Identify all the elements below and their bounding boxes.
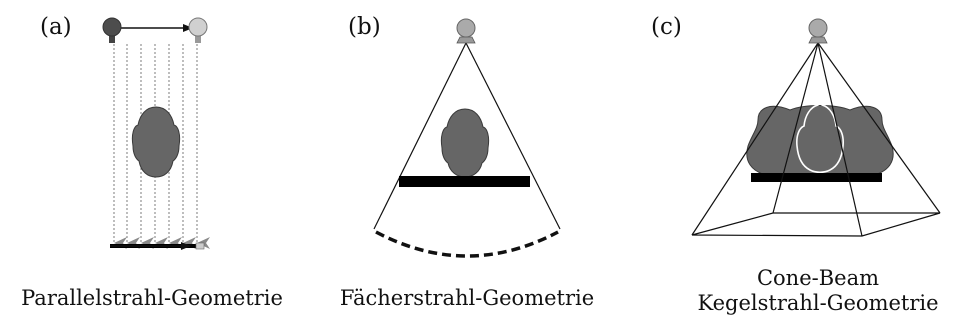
body-phantom-icon bbox=[746, 105, 894, 177]
parallel-rays bbox=[113, 44, 210, 249]
head-phantom-icon bbox=[440, 108, 490, 178]
panel-c-caption-line-2: Kegelstrahl-Geometrie bbox=[697, 291, 938, 315]
source-end-icon bbox=[188, 17, 208, 43]
panel-a-caption-line-1: Parallelstrahl-Geometrie bbox=[21, 286, 283, 310]
head-phantom-icon bbox=[131, 106, 181, 178]
source-icon bbox=[456, 18, 476, 44]
panel-c-tag: (c) bbox=[651, 14, 682, 40]
cone-beam-pyramid bbox=[691, 42, 941, 237]
panel-a-tag: (a) bbox=[40, 14, 72, 40]
fan-edge-right bbox=[465, 42, 561, 230]
source-icon bbox=[808, 18, 828, 44]
fan-edge-left bbox=[373, 42, 467, 230]
panel-a: (a) Parallel bbox=[21, 14, 283, 310]
panel-c-caption-line-1: Cone-Beam bbox=[757, 266, 879, 290]
panel-b-caption-line-1: Fächerstrahl-Geometrie bbox=[340, 286, 594, 310]
panel-b-tag: (b) bbox=[348, 14, 381, 40]
panel-c: (c) Cone-Beam Kegelstrahl-Geometrie bbox=[651, 14, 941, 315]
panel-b: (b) Fächerstrahl-Geometrie bbox=[340, 14, 594, 310]
detector-icon bbox=[110, 242, 205, 250]
patient-table-icon bbox=[399, 176, 530, 187]
source-start-icon bbox=[102, 17, 122, 43]
patient-table-icon bbox=[751, 173, 882, 182]
head-outline-icon bbox=[796, 97, 844, 174]
curved-detector-icon bbox=[375, 230, 559, 258]
